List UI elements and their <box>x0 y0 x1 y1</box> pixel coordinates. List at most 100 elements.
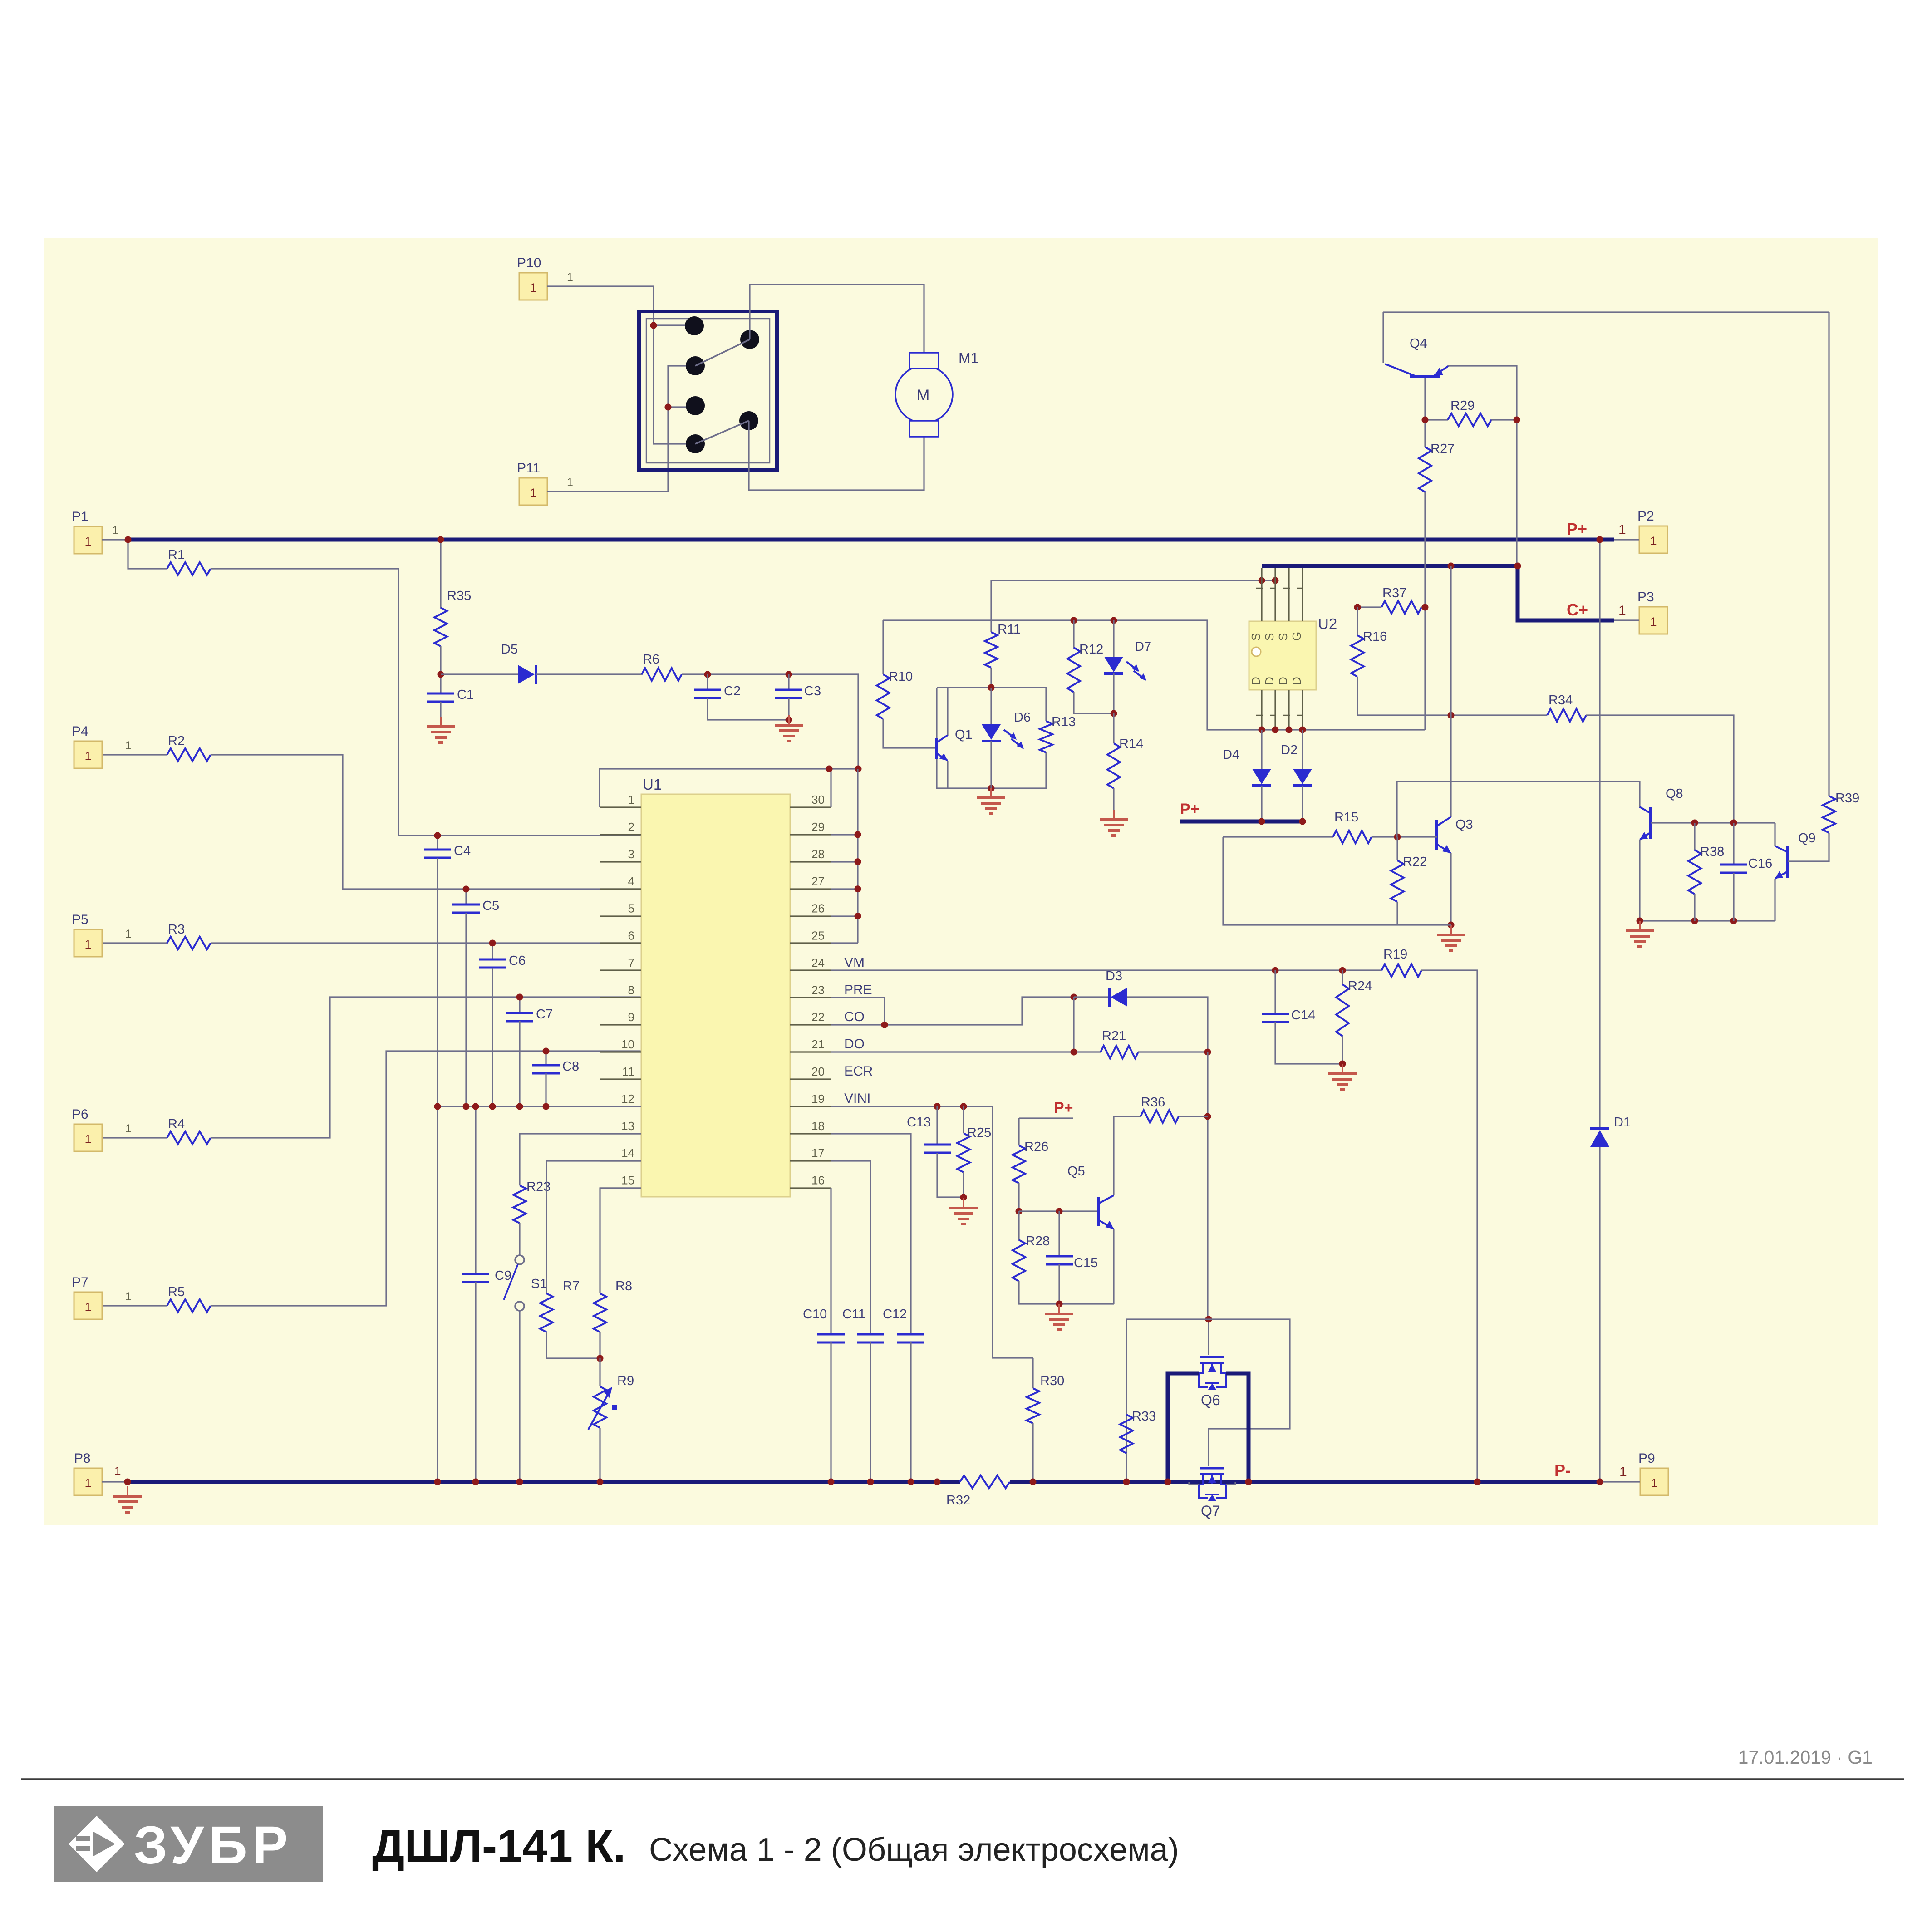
svg-text:P1: P1 <box>72 509 88 524</box>
svg-text:P4: P4 <box>72 724 88 739</box>
svg-text:VM: VM <box>844 955 865 970</box>
svg-text:U2: U2 <box>1318 615 1337 632</box>
svg-text:R2: R2 <box>168 734 185 748</box>
svg-text:C14: C14 <box>1291 1008 1315 1023</box>
svg-text:Q6: Q6 <box>1201 1392 1220 1408</box>
svg-text:7: 7 <box>628 956 634 969</box>
svg-text:P2: P2 <box>1637 509 1654 524</box>
svg-text:R25: R25 <box>967 1126 991 1140</box>
svg-text:D3: D3 <box>1106 969 1122 983</box>
svg-text:24: 24 <box>811 956 825 969</box>
svg-text:D5: D5 <box>501 642 518 657</box>
svg-text:R9: R9 <box>617 1374 634 1388</box>
svg-text:P6: P6 <box>72 1107 88 1122</box>
svg-text:Q4: Q4 <box>1410 336 1427 351</box>
svg-text:D: D <box>1249 677 1263 685</box>
svg-text:R27: R27 <box>1431 442 1455 456</box>
svg-text:Схема 1 - 2 (Общая электросхем: Схема 1 - 2 (Общая электросхема) <box>649 1832 1179 1868</box>
svg-text:15: 15 <box>621 1174 634 1187</box>
svg-text:S: S <box>1249 633 1263 641</box>
svg-text:R5: R5 <box>168 1285 185 1299</box>
svg-text:1: 1 <box>1619 1465 1627 1480</box>
svg-text:R39: R39 <box>1835 791 1859 806</box>
svg-text:C10: C10 <box>803 1307 827 1322</box>
svg-text:C7: C7 <box>536 1007 553 1022</box>
svg-text:P11: P11 <box>517 461 540 476</box>
svg-text:9: 9 <box>628 1010 634 1024</box>
svg-text:S1: S1 <box>531 1277 547 1291</box>
svg-text:P-: P- <box>1554 1461 1571 1480</box>
svg-text:D1: D1 <box>1614 1115 1631 1130</box>
svg-text:G: G <box>1290 632 1303 641</box>
svg-text:1: 1 <box>84 938 91 951</box>
svg-text:ЗУБР: ЗУБР <box>134 1815 293 1875</box>
svg-text:D6: D6 <box>1014 710 1031 725</box>
svg-text:17.01.2019 · G1: 17.01.2019 · G1 <box>1738 1747 1873 1768</box>
svg-text:1: 1 <box>530 281 536 295</box>
svg-text:1: 1 <box>84 1300 91 1314</box>
svg-text:26: 26 <box>811 902 825 915</box>
svg-text:R4: R4 <box>168 1117 185 1131</box>
svg-text:28: 28 <box>811 847 825 861</box>
svg-text:R38: R38 <box>1700 845 1724 859</box>
svg-text:R13: R13 <box>1052 715 1076 729</box>
svg-text:27: 27 <box>811 875 825 888</box>
svg-text:P9: P9 <box>1638 1451 1655 1466</box>
svg-text:R3: R3 <box>168 922 185 937</box>
svg-text:29: 29 <box>811 820 825 834</box>
svg-text:U1: U1 <box>643 776 662 793</box>
svg-text:30: 30 <box>811 793 825 806</box>
svg-text:1: 1 <box>125 1290 132 1303</box>
svg-text:1: 1 <box>84 1132 91 1146</box>
svg-text:R8: R8 <box>615 1279 632 1293</box>
svg-text:P7: P7 <box>72 1275 88 1290</box>
svg-text:R22: R22 <box>1403 855 1427 869</box>
svg-text:6: 6 <box>628 929 634 943</box>
svg-text:CO: CO <box>844 1009 865 1024</box>
svg-text:1: 1 <box>114 1464 121 1478</box>
svg-text:R33: R33 <box>1132 1409 1156 1424</box>
svg-text:C15: C15 <box>1074 1256 1098 1270</box>
svg-text:R16: R16 <box>1363 629 1387 644</box>
svg-text:17: 17 <box>811 1146 825 1160</box>
svg-text:10: 10 <box>621 1037 634 1051</box>
svg-text:R32: R32 <box>946 1493 970 1508</box>
svg-text:R37: R37 <box>1382 586 1406 600</box>
svg-text:14: 14 <box>621 1146 634 1160</box>
svg-text:13: 13 <box>621 1119 634 1133</box>
svg-text:1: 1 <box>628 793 634 806</box>
svg-text:R35: R35 <box>447 589 471 603</box>
svg-text:R12: R12 <box>1079 642 1103 657</box>
svg-text:5: 5 <box>628 902 634 915</box>
svg-text:1: 1 <box>84 1476 91 1490</box>
svg-text:C3: C3 <box>804 684 821 698</box>
svg-text:R28: R28 <box>1026 1234 1050 1249</box>
svg-text:1: 1 <box>112 524 118 537</box>
svg-text:C11: C11 <box>842 1307 865 1322</box>
svg-text:12: 12 <box>621 1092 634 1106</box>
svg-text:D4: D4 <box>1223 747 1239 762</box>
svg-text:C13: C13 <box>907 1115 931 1130</box>
svg-text:S: S <box>1276 633 1290 641</box>
svg-text:C12: C12 <box>883 1307 907 1322</box>
svg-text:S: S <box>1263 633 1276 641</box>
svg-text:C2: C2 <box>724 684 741 698</box>
svg-text:19: 19 <box>811 1092 825 1106</box>
svg-text:21: 21 <box>811 1037 825 1051</box>
svg-text:R30: R30 <box>1040 1374 1064 1388</box>
svg-text:D2: D2 <box>1281 743 1298 757</box>
svg-text:P8: P8 <box>74 1451 91 1466</box>
svg-text:VINI: VINI <box>844 1091 870 1106</box>
svg-text:C+: C+ <box>1567 600 1588 619</box>
svg-text:1: 1 <box>1618 603 1626 618</box>
svg-text:DO: DO <box>844 1037 865 1052</box>
svg-text:R10: R10 <box>889 669 913 684</box>
svg-text:R24: R24 <box>1348 979 1372 993</box>
svg-text:1: 1 <box>84 535 91 548</box>
svg-text:Q7: Q7 <box>1201 1503 1220 1519</box>
svg-text:1: 1 <box>1650 534 1657 548</box>
svg-text:C16: C16 <box>1748 856 1772 871</box>
svg-text:2: 2 <box>628 820 634 834</box>
svg-text:8: 8 <box>628 983 634 997</box>
svg-text:R19: R19 <box>1383 947 1407 962</box>
